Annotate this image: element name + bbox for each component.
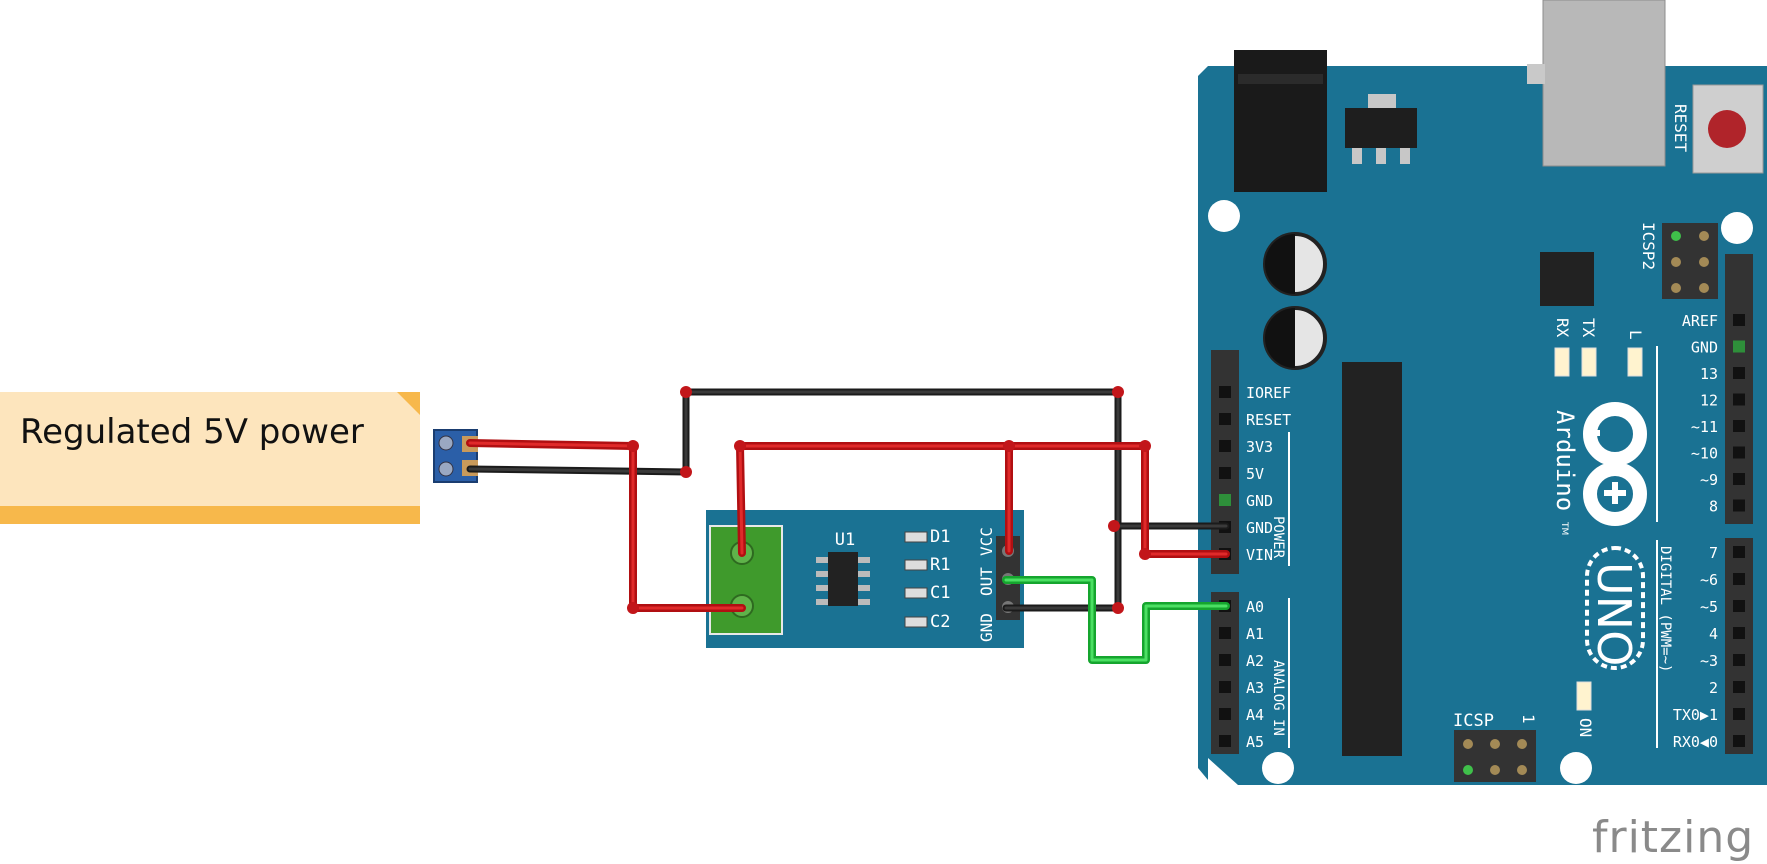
digital-pin-label: AREF [1682,312,1718,330]
arduino-brand: Arduino [1551,410,1579,511]
digital-pin-label: ~3 [1700,652,1718,670]
digital-pin-socket [1733,393,1745,406]
component-label-r1: R1 [930,555,950,575]
digital-pin-socket [1733,708,1745,720]
digital-pin-socket [1733,314,1745,326]
analog-pin-label: A5 [1246,733,1264,751]
digital-pin-socket [1733,446,1745,459]
icsp2-label: ICSP2 [1639,222,1658,270]
rx-label: RX [1553,318,1572,338]
power-pin-socket [1219,440,1231,452]
analog-pin-socket [1219,708,1231,720]
icsp-label: ICSP [1453,711,1494,731]
wires [466,386,1230,664]
module-pin-label-vcc: VCC [977,527,996,556]
power-pin-label: 5V [1246,465,1264,483]
digital-pin-socket [1733,340,1745,353]
digital-pin-label: 4 [1709,625,1718,643]
digital-pin-label: ~11 [1691,418,1718,436]
power-pin-label: GND [1246,519,1273,537]
l-label: L [1626,330,1645,340]
analog-pin-label: A0 [1246,598,1264,616]
power-header-label: POWER [1270,516,1286,559]
note-card-edge [0,506,420,524]
digital-pin-socket [1733,546,1745,558]
digital-pin-label: TX0▶1 [1673,706,1718,724]
digital-pin-label: 2 [1709,679,1718,697]
digital-header-label: DIGITAL (PWM=~) [1657,546,1673,672]
digital-pin-label: ~6 [1700,571,1718,589]
power-pin-label: GND [1246,492,1273,510]
digital-pin-socket [1733,681,1745,693]
power-pin-label: RESET [1246,411,1291,429]
digital-pin-socket [1733,473,1745,485]
power-pin-socket [1219,413,1231,425]
digital-pin-socket [1733,627,1745,639]
digital-pin-label: ~9 [1700,471,1718,489]
digital-pin-socket [1733,420,1745,432]
chip-label: U1 [835,530,855,550]
digital-pin-label: 7 [1709,544,1718,562]
power-pin-label: VIN [1246,546,1273,564]
module-pin-label-out: OUT [977,567,996,596]
module-pin-label-gnd: GND [977,613,996,642]
digital-pin-label: ~10 [1691,445,1718,463]
note-text: Regulated 5V power [20,412,364,452]
note-card [0,392,420,524]
digital-pin-socket [1733,654,1745,666]
note-card-fold [397,392,420,415]
component-label-d1: D1 [930,527,950,547]
digital-pin-socket [1733,600,1745,612]
digital-pin-label: 8 [1709,498,1718,516]
analog-pin-label: A1 [1246,625,1264,643]
reset-button-label: RESET [1671,104,1690,153]
digital-pin-label: GND [1691,339,1718,357]
digital-pin-label: ~5 [1700,598,1718,616]
trademark: TM [1559,521,1569,535]
digital-pin-socket [1733,367,1745,379]
power-pin-label: 3V3 [1246,438,1273,456]
wire-green-signal [1002,576,1230,664]
component-label-c1: C1 [930,583,950,603]
on-label: ON [1576,718,1595,737]
wire-black-gnd [466,388,1230,612]
analog-pin-label: A3 [1246,679,1264,697]
icsp-pin1-label: 1 [1519,714,1538,724]
analog-header-label: ANALOG IN [1270,660,1286,736]
digital-pin-socket [1733,735,1745,747]
digital-pin-socket [1733,573,1745,585]
analog-pin-socket [1219,654,1231,666]
uno-model: UNO [1587,562,1641,666]
analog-pin-label: A2 [1246,652,1264,670]
digital-pin-socket [1733,499,1745,512]
analog-pin-socket [1219,627,1231,639]
power-pin-socket [1219,494,1231,506]
power-pin-label: IOREF [1246,384,1291,402]
power-terminal-block [433,429,478,483]
component-label-c2: C2 [930,612,950,632]
tx-label: TX [1579,318,1598,338]
current-sensor-module [706,510,1024,648]
analog-pin-socket [1219,681,1231,693]
analog-pin-socket [1219,735,1231,747]
fritzing-watermark: fritzing [1592,812,1755,863]
wire-bendpoints [627,386,1151,614]
power-pin-socket [1219,386,1231,398]
analog-pin-label: A4 [1246,706,1264,724]
digital-pin-label: RX0◀0 [1673,733,1718,751]
power-pin-socket [1219,467,1231,479]
digital-pin-label: 12 [1700,392,1718,410]
digital-pin-label: 13 [1700,365,1718,383]
